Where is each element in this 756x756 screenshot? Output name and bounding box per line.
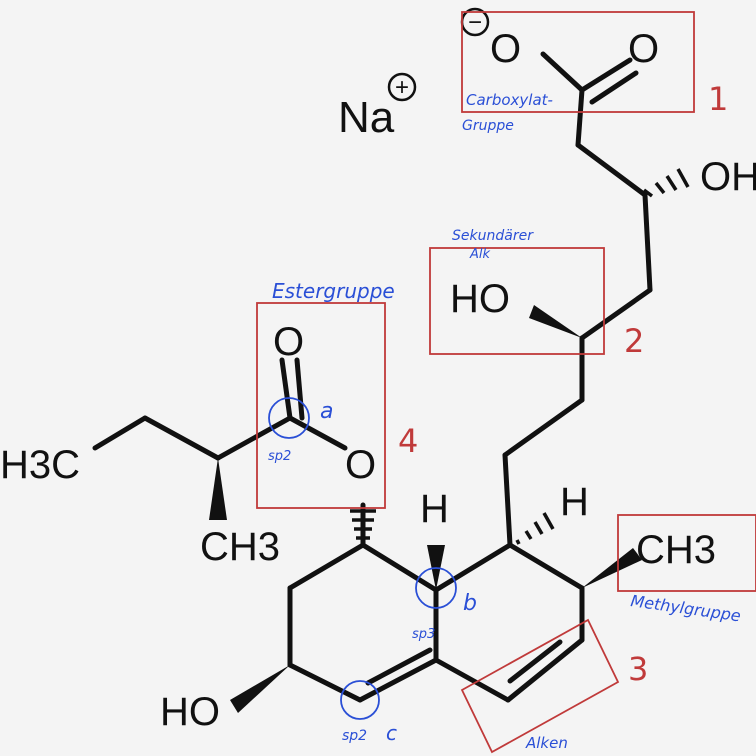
alkene-box <box>460 618 620 754</box>
label-letter-b: b <box>463 591 477 616</box>
label-hyb-c: sp2 <box>342 728 367 744</box>
atom-ester-o-double: O <box>273 320 304 364</box>
label-alcohol-line1: Sekundärer <box>452 228 534 244</box>
hybridization-circles <box>268 397 457 720</box>
group-number-4: 4 <box>398 422 418 460</box>
charges: − + <box>387 7 490 102</box>
circle-b <box>415 567 457 609</box>
atom-hydrogen-right: H <box>560 480 589 524</box>
svg-text:+: + <box>395 74 409 101</box>
label-carboxylate-line1: Carboxylat- <box>466 91 553 109</box>
circle-a <box>268 397 310 439</box>
label-ester: Estergruppe <box>272 279 395 303</box>
label-methyl: Methylgruppe <box>629 591 742 625</box>
carboxylate-box <box>461 11 695 113</box>
atom-hydroxyl-secondary: HO <box>450 277 510 321</box>
negative-charge-icon: − <box>460 7 490 37</box>
group-number-3: 3 <box>628 650 648 688</box>
ester-box <box>256 302 386 509</box>
positive-charge-icon: + <box>387 72 417 102</box>
hash-bonds <box>350 168 690 545</box>
label-hyb-b: sp3 <box>412 627 435 642</box>
label-letter-a: a <box>320 399 333 424</box>
handwritten-annotations: Carboxylat- Gruppe Sekundärer Alk Esterg… <box>268 91 742 752</box>
alcohol-box <box>429 247 605 355</box>
atom-methyl-left: H3C <box>0 443 80 487</box>
wedge-bonds <box>209 305 642 713</box>
svg-text:−: − <box>468 9 482 36</box>
circle-c <box>340 680 380 720</box>
group-number-2: 2 <box>624 322 644 360</box>
label-alkene: Alken <box>525 734 568 752</box>
atom-carboxylate-o-double: O <box>628 27 659 71</box>
methyl-box <box>617 514 756 592</box>
highlight-boxes <box>256 11 756 754</box>
label-letter-c: c <box>386 721 397 745</box>
group-numbers: 1 2 3 4 <box>398 80 728 688</box>
atom-methyl-branch: CH3 <box>200 525 280 569</box>
skeleton-bonds <box>92 51 653 703</box>
atom-methyl-ring: CH3 <box>636 528 716 572</box>
label-alcohol-line2: Alk <box>469 247 491 262</box>
atom-sodium: Na <box>338 93 395 142</box>
group-number-1: 1 <box>708 80 728 118</box>
atom-hydroxyl-top: OH <box>700 155 756 199</box>
atom-ester-o-single: O <box>345 443 376 487</box>
atom-carboxylate-o-minus: O <box>490 27 521 71</box>
atom-labels: O O Na OH HO O O H3C CH3 H H CH3 HO <box>0 27 756 734</box>
atom-hydrogen-left: H <box>420 487 449 531</box>
label-carboxylate-line2: Gruppe <box>462 118 514 134</box>
label-hyb-a: sp2 <box>268 449 291 464</box>
atom-hydroxyl-bottom: HO <box>160 690 220 734</box>
